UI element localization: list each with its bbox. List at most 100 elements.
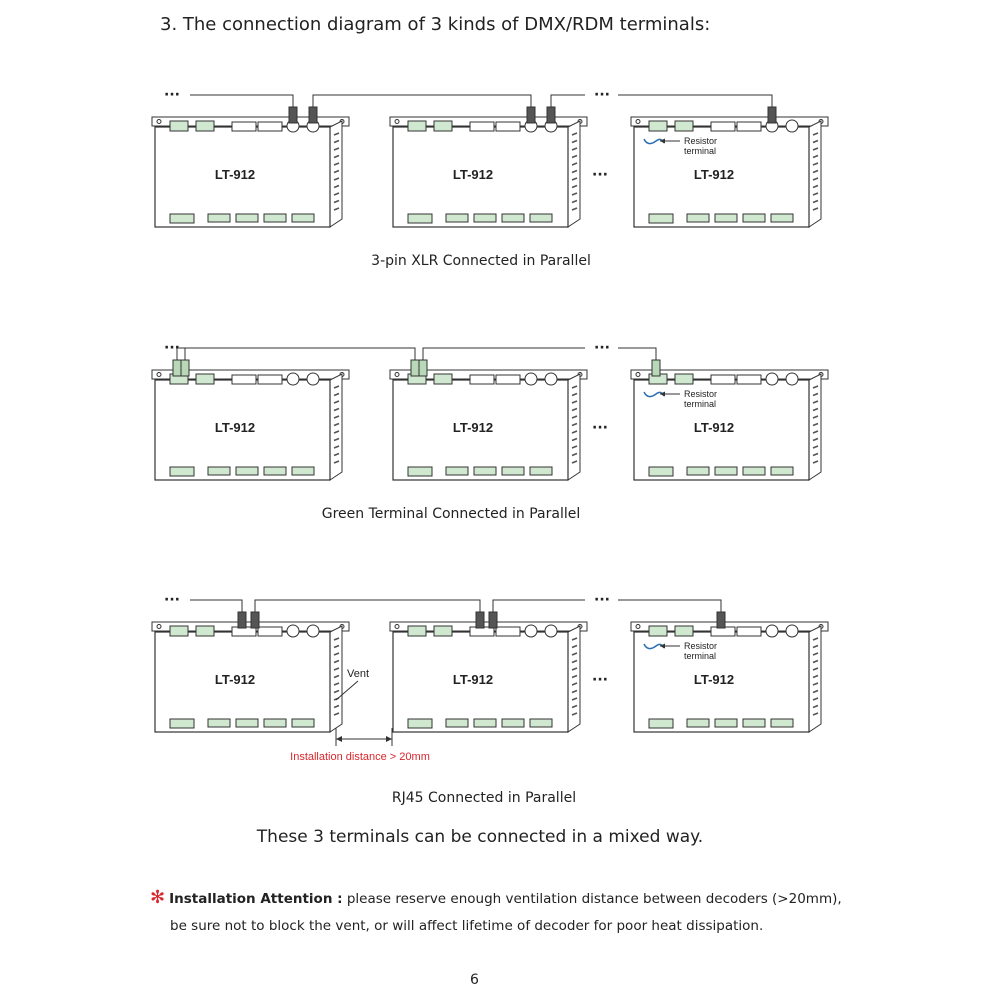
vent-slot (333, 452, 340, 457)
vent-slot (812, 199, 819, 204)
green-terminal-in (169, 625, 189, 637)
vent-slot (571, 199, 578, 204)
device-label: LT-912 (453, 167, 493, 182)
ellipsis-left: ··· (164, 592, 180, 608)
screw-hole (156, 372, 162, 377)
vent-slot (812, 392, 819, 397)
dmx-cable-link (184, 347, 416, 360)
vent-slot (571, 712, 578, 716)
vent-slot (333, 147, 340, 151)
arrow-icon (660, 391, 665, 397)
vent-slot (333, 460, 340, 464)
decoder-unit (630, 369, 829, 481)
vent-slot (812, 385, 819, 389)
vent-slot (812, 147, 819, 151)
vent-slot (812, 689, 819, 694)
side-panel (808, 120, 822, 228)
vent-slot (333, 637, 340, 641)
vent-slot (333, 400, 340, 404)
decoder-body (633, 379, 810, 481)
vent-slot (333, 199, 340, 204)
vent-slot (812, 154, 819, 159)
vent-slot (571, 392, 578, 397)
power-terminal (648, 466, 674, 477)
output-terminal (742, 213, 766, 223)
rj45-port-in (469, 121, 495, 132)
vent-slot (333, 674, 340, 679)
dmx-cable-in (190, 599, 243, 612)
dmx-cable-out (550, 94, 585, 107)
screw-hole (635, 624, 641, 629)
output-terminal (686, 466, 710, 476)
cable-connector (410, 359, 420, 377)
power-terminal (169, 718, 195, 729)
output-terminal (714, 213, 738, 223)
dmx-cable-link (254, 599, 481, 612)
resistor-label-line2: terminal (684, 399, 716, 409)
output-terminal (686, 213, 710, 223)
vent-slot (333, 644, 340, 649)
power-terminal (169, 466, 195, 477)
vent-slot (571, 697, 578, 701)
decoder-body (392, 379, 569, 481)
cable-connector (172, 359, 182, 377)
xlr-port-out (785, 624, 799, 638)
output-terminal (529, 466, 553, 476)
vent-slot (812, 674, 819, 679)
rj45-port-out (495, 626, 521, 637)
installation-distance-label: Installation distance > 20mm (290, 751, 430, 763)
screw-hole (635, 119, 641, 124)
vent-slot (333, 169, 340, 174)
vent-slot (812, 169, 819, 174)
dmx-cable-link (312, 94, 532, 107)
output-terminal (263, 213, 287, 223)
ellipsis-middle: ··· (592, 420, 608, 436)
output-terminal (742, 718, 766, 728)
vent-slot (571, 682, 578, 686)
cable-connector (288, 106, 298, 124)
page-number: 6 (470, 972, 479, 988)
device-label: LT-912 (694, 167, 734, 182)
vent-slot (333, 682, 340, 686)
screw-hole (394, 119, 400, 124)
resistor-label-line1: Resistor (684, 641, 717, 651)
vent-slot (812, 712, 819, 716)
output-terminal (473, 466, 497, 476)
power-terminal (169, 213, 195, 224)
vent-slot (812, 139, 819, 144)
green-terminal-in (407, 120, 427, 132)
vent-slot (571, 192, 578, 196)
output-terminal (445, 466, 469, 476)
output-terminal (770, 718, 794, 728)
device-label: LT-912 (215, 420, 255, 435)
cable-connector (526, 106, 536, 124)
xlr-port-out (785, 372, 799, 386)
decoder-unit (389, 621, 588, 733)
decoder-unit (151, 621, 350, 733)
dmx-cable-out (422, 347, 585, 360)
cable-connector (488, 611, 498, 629)
vent-slot (571, 667, 578, 671)
caption-rj45: RJ45 Connected in Parallel (391, 790, 577, 806)
xlr-port-out (306, 624, 320, 638)
output-terminal (291, 466, 315, 476)
power-terminal (407, 718, 433, 729)
screw-hole (156, 624, 162, 629)
output-terminal (473, 213, 497, 223)
vent-slot (571, 460, 578, 464)
side-panel (329, 120, 343, 228)
power-terminal (648, 718, 674, 729)
vent-slot (812, 177, 819, 181)
vent-slot (812, 659, 819, 664)
arrow-icon (660, 643, 665, 649)
asterisk-icon: ✻ (150, 887, 166, 908)
device-label: LT-912 (694, 420, 734, 435)
decoder-unit (389, 369, 588, 481)
vent-slot (812, 422, 819, 427)
output-terminal (501, 213, 525, 223)
vent-slot (571, 169, 578, 174)
vent-slot (333, 437, 340, 442)
xlr-port-out (306, 372, 320, 386)
resistor-label-line1: Resistor (684, 136, 717, 146)
green-terminal-in (648, 120, 668, 132)
